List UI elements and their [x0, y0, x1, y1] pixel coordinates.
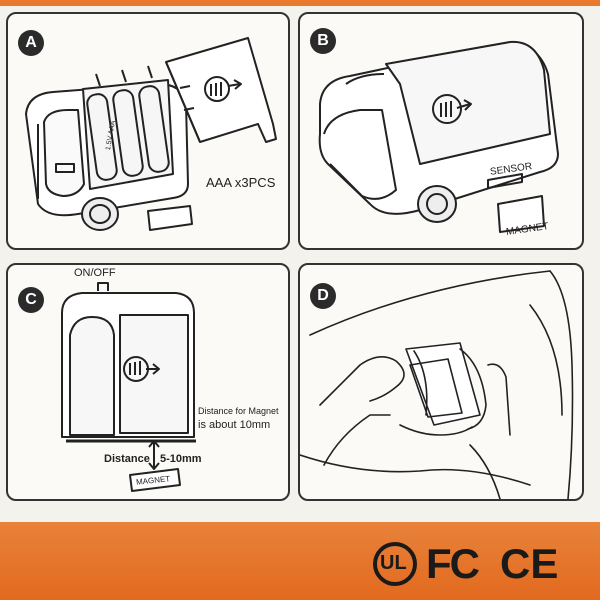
- step-d-panel: D: [298, 263, 584, 501]
- step-b-panel: B SENSOR MAGNET: [298, 12, 584, 250]
- distance-note-line1: Distance for Magnet: [198, 406, 279, 416]
- battery-compartment-illustration: [25, 37, 277, 231]
- step-b-badge: B: [310, 28, 336, 54]
- closed-device-illustration: [318, 40, 559, 233]
- step-c-badge: C: [18, 287, 44, 313]
- ce-certification-icon: CE: [500, 540, 559, 587]
- distance-label: Distance: [104, 453, 150, 465]
- battery-quantity-label: AAA x3PCS: [206, 175, 276, 190]
- ul-certification-icon: UL: [370, 540, 420, 588]
- installation-hands-illustration: [300, 270, 574, 499]
- orange-border-bottom: [0, 522, 600, 600]
- onoff-label: ON/OFF: [74, 267, 116, 279]
- step-a-panel: A 1.5V AAA AAA x3PCS: [6, 12, 290, 250]
- orange-border-top: [0, 0, 600, 6]
- distance-note-line2: is about 10mm: [198, 419, 271, 431]
- distance-range: 5-10mm: [160, 453, 202, 465]
- step-d-badge: D: [310, 283, 336, 309]
- magnet-distance-illustration: [61, 282, 196, 492]
- fcc-certification-icon: FC: [426, 540, 480, 587]
- step-a-badge: A: [18, 30, 44, 56]
- step-c-panel: C ON/OFF Distance for Magnet is about 10…: [6, 263, 290, 501]
